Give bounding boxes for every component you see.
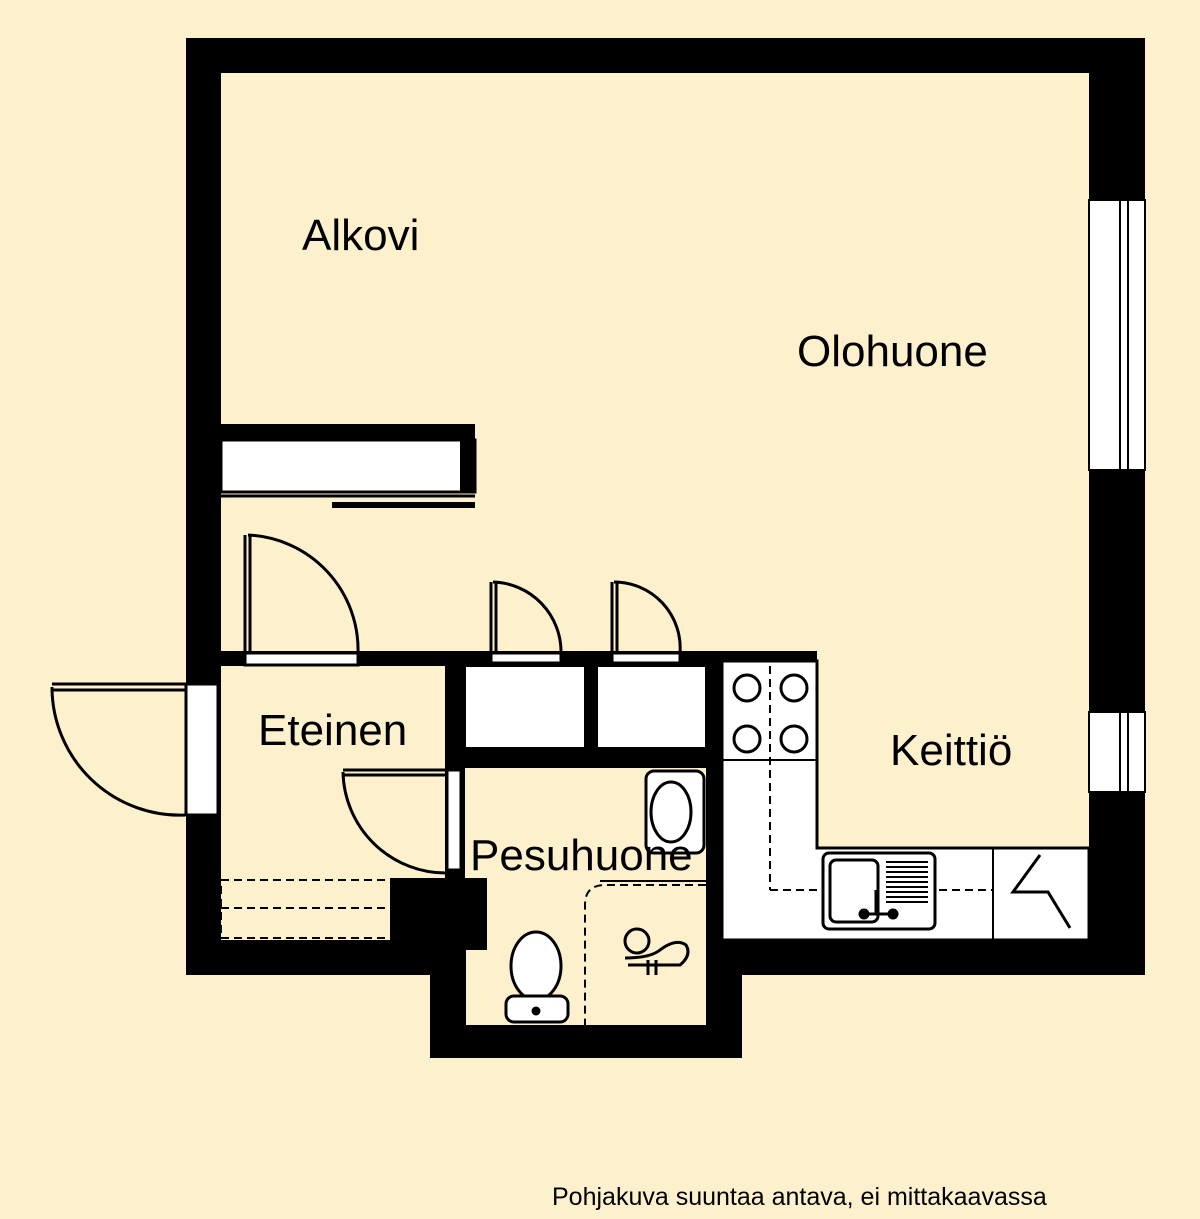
door-bathroom [341,768,463,875]
toilet [504,930,570,1024]
stove [732,673,809,754]
sink-drainboard [886,861,928,903]
door-closet-right [610,580,682,665]
outer-walls [186,38,1145,1058]
washbasin [644,769,706,855]
entrance-door [50,682,220,817]
closet-left [464,665,586,749]
room-label-olohuone: Olohuone [797,327,988,376]
room-label-alkovi: Alkovi [302,211,419,260]
disclaimer-text: Pohjakuva suuntaa antava, ei mittakaavas… [552,1183,1047,1211]
room-label-pesuhuone: Pesuhuone [470,831,693,880]
window-small [1088,711,1146,793]
room-label-keittio: Keittiö [890,726,1012,775]
shower-area [584,880,706,1025]
alkovi-partition [219,424,477,508]
shower-head-icon [623,927,690,975]
closet-right [596,665,707,749]
fridge-icon [1010,854,1072,929]
kitchen-counter [720,651,1091,942]
room-label-eteinen: Eteinen [258,706,407,755]
door-hall [243,533,360,667]
window-large [1088,199,1146,471]
door-closet-left [489,580,563,665]
